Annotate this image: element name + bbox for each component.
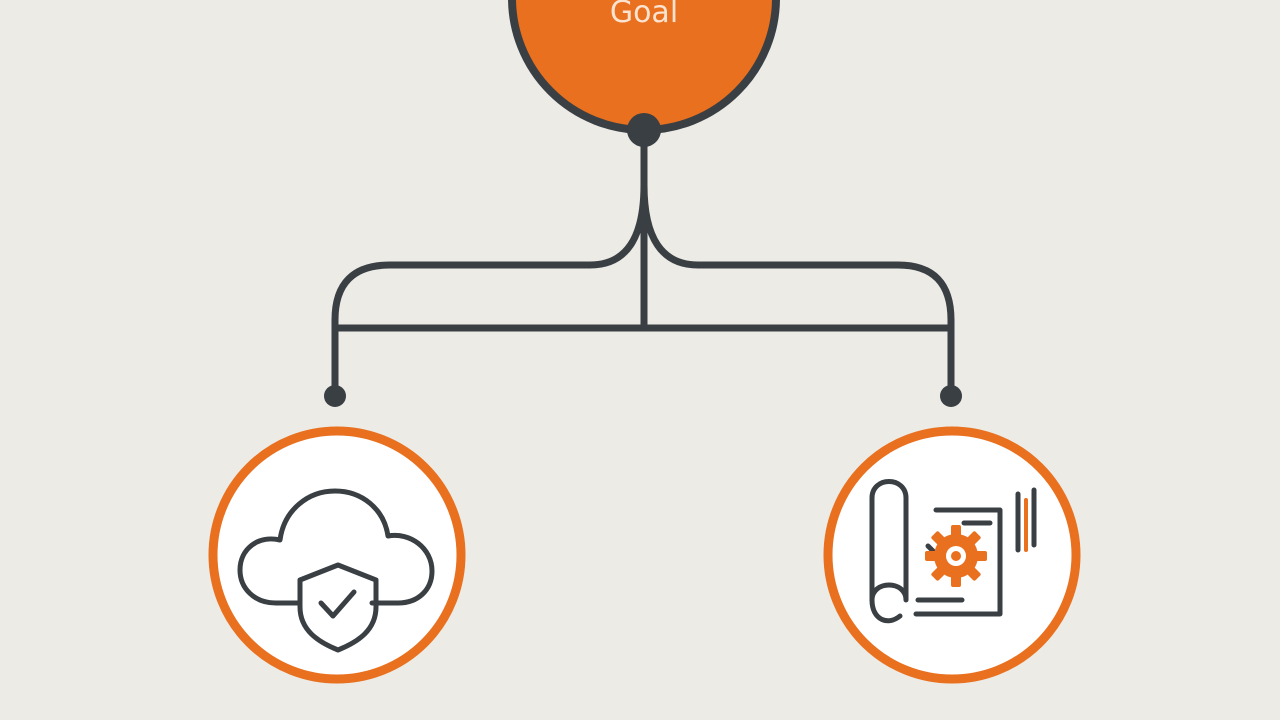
branch-curve-left [331, 181, 648, 399]
goal-label: Goal [610, 0, 678, 30]
right-end-dot [940, 385, 962, 407]
cloud-outline [237, 488, 435, 606]
goal-junction-dot [627, 113, 661, 147]
connector-dots [324, 113, 962, 407]
goal-node: Goal [508, 0, 780, 134]
scroll-tail [869, 597, 903, 624]
cloud-shield-check-icon [237, 488, 435, 653]
child-node-right [823, 426, 1081, 684]
scroll-outline [869, 479, 909, 603]
check-mark [318, 589, 357, 619]
shield-outline [297, 562, 379, 653]
connector-lines [331, 126, 955, 399]
gear-icon [925, 525, 987, 587]
blueprint-frame [913, 507, 1003, 617]
child-node-left [208, 426, 466, 684]
branch-curve-right [640, 181, 955, 399]
child-node-left-circle [208, 426, 466, 684]
blueprint-gear-icon [869, 479, 1037, 624]
left-end-dot [324, 385, 346, 407]
